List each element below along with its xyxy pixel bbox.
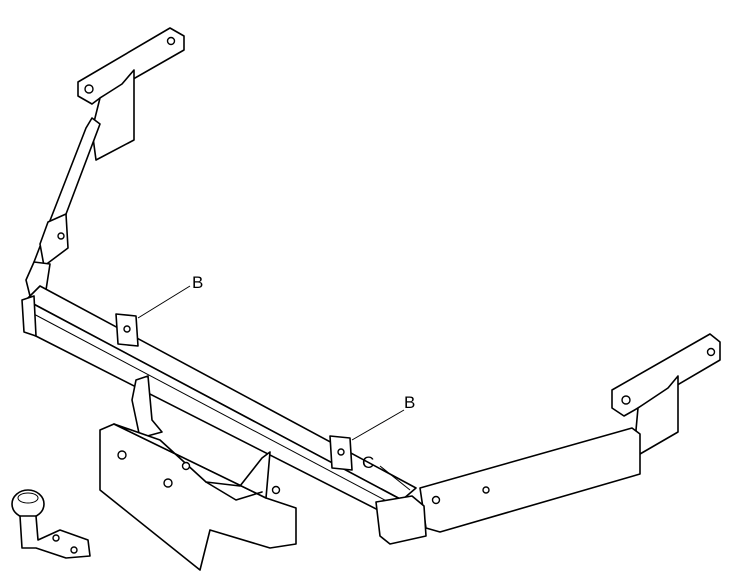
label-b-lower: B	[404, 393, 415, 412]
bracket-b-lower	[329, 435, 353, 471]
leader-c	[379, 465, 411, 491]
hitch-mounting-plate	[99, 375, 297, 571]
bracket-b-upper	[115, 313, 139, 347]
label-c: C	[362, 453, 374, 472]
left-mounting-bracket	[25, 27, 185, 297]
tow-ball-icon	[11, 489, 91, 559]
label-b-upper: B	[192, 273, 203, 292]
right-mounting-bracket	[375, 333, 721, 545]
leader-b-upper	[137, 285, 191, 319]
leader-b-lower	[351, 409, 405, 441]
callouts: B B C	[137, 273, 415, 491]
